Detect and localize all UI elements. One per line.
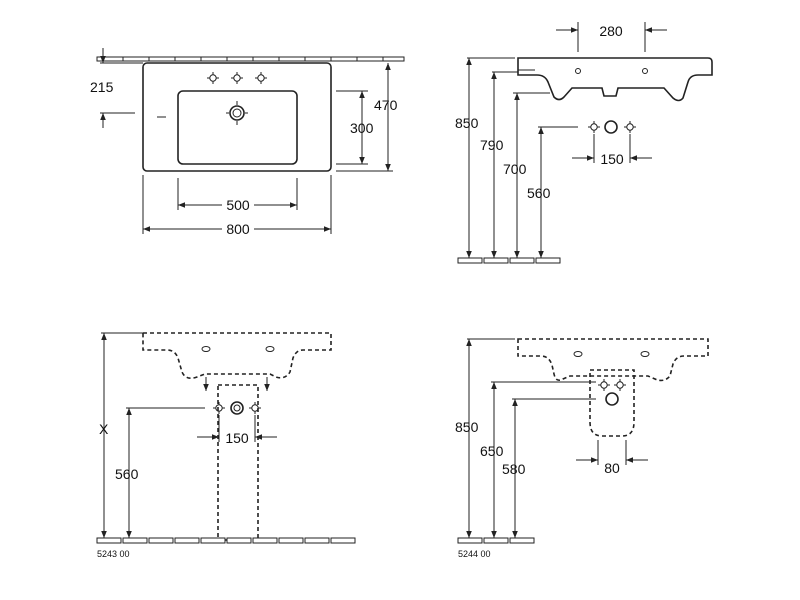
side-view: 280 850 790 700 560 150 — [455, 22, 713, 264]
supply-hole-icon — [597, 378, 611, 392]
dim-depth-total: 470 — [374, 97, 398, 113]
half-pedestal-outline-dashed — [589, 369, 635, 437]
tap-hole-icon — [206, 71, 220, 85]
front-install-5244: 850 650 580 80 5244 00 — [455, 338, 709, 559]
dim-height-790: 790 — [480, 137, 504, 153]
supply-hole-icon — [212, 401, 226, 415]
dim-supply-spacing: 150 — [600, 151, 624, 167]
dim-bowl-depth: 300 — [350, 120, 374, 136]
drain-icon — [229, 105, 245, 121]
dim-pedestal-width: 80 — [604, 460, 620, 476]
wall-strip — [96, 56, 405, 62]
dim-supply-height: 560 — [115, 466, 139, 482]
basin-outline — [142, 62, 332, 172]
front-install-5243: X 560 150 5243 00 — [96, 332, 356, 559]
dim-height-rim: 850 — [455, 115, 479, 131]
supply-hole-icon — [623, 120, 637, 134]
supply-hole-icon — [613, 378, 627, 392]
tap-hole-icon — [230, 71, 244, 85]
dim-height-580: 580 — [502, 461, 526, 477]
basin-outline-dashed — [517, 338, 709, 382]
basin-profile — [517, 57, 713, 102]
dim-height-700: 700 — [503, 161, 527, 177]
floor-strip — [457, 257, 561, 264]
top-view: 215 470 300 500 800 — [90, 48, 405, 237]
dim-supply-height: 560 — [527, 185, 551, 201]
dim-overall-width: 800 — [226, 221, 250, 237]
article-code: 5243 00 — [97, 549, 130, 559]
waste-outlet-icon — [604, 120, 618, 134]
floor-strip — [96, 537, 356, 544]
dim-bowl-width: 500 — [226, 197, 250, 213]
dim-height-variable: X — [99, 421, 109, 437]
bowl-outline — [177, 90, 298, 165]
dim-supply-spacing: 150 — [225, 430, 249, 446]
floor-strip — [457, 537, 535, 544]
supply-hole-icon — [248, 401, 262, 415]
basin-outline-dashed — [142, 332, 332, 379]
tap-hole-icon — [254, 71, 268, 85]
dim-height-rim: 850 — [455, 419, 479, 435]
waste-outlet-icon — [605, 392, 619, 406]
article-code: 5244 00 — [458, 549, 491, 559]
waste-outlet-icon — [230, 401, 244, 415]
supply-hole-icon — [587, 120, 601, 134]
dim-tap-spacing: 280 — [599, 23, 623, 39]
dim-height-650: 650 — [480, 443, 504, 459]
dim-depth-to-tap: 215 — [90, 79, 114, 95]
